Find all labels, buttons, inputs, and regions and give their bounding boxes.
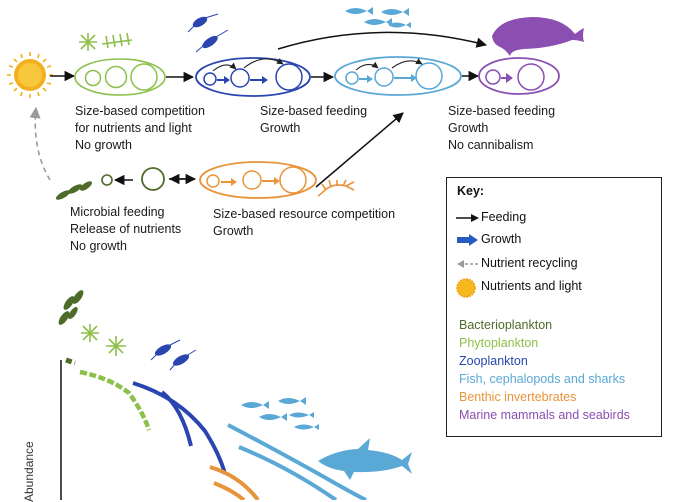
- zooplankton-icon: [150, 339, 197, 371]
- benthic-group-label: Size-based resource competition Growth: [213, 206, 395, 240]
- label-line: Growth: [260, 121, 301, 135]
- label-line: Size-based feeding: [260, 104, 368, 118]
- dashed-grey-arrow-icon: [457, 260, 479, 268]
- zooplankton-group-label: Size-based feeding Growth: [260, 103, 367, 137]
- bacterioplankton-icon: [58, 290, 84, 325]
- bacterioplankton-cell: [101, 174, 113, 186]
- y-axis-label: Abundance: [22, 441, 36, 502]
- phytoplankton-icon: [79, 32, 133, 51]
- nutrient-recycling-arrow: [29, 106, 51, 181]
- phytoplankton-spectrum-line: [79, 369, 152, 431]
- fish-group: [334, 56, 462, 96]
- zooplankton-spectrum-line: [132, 381, 227, 475]
- benthic-spectrum-line: [209, 465, 260, 500]
- feeding-arrow: [277, 31, 488, 50]
- phytoplankton-group-label: Size-based competition for nutrients and…: [75, 103, 205, 154]
- zooplankton-group: [195, 57, 311, 97]
- label-line: No growth: [70, 239, 127, 253]
- key-title: Key:: [457, 184, 485, 198]
- bacterioplankton-icon: [55, 181, 92, 200]
- key-fish: Fish, cephalopods and sharks: [459, 372, 626, 386]
- bacterioplankton-spectrum-line: [65, 357, 76, 366]
- phytoplankton-icon: [81, 324, 126, 356]
- blue-block-arrow-icon: [457, 234, 478, 246]
- sun-icon: [7, 52, 53, 98]
- key-benthic: Benthic invertebrates: [459, 390, 577, 404]
- fish-spectrum-line: [227, 423, 367, 500]
- label-line: Size-based competition: [75, 104, 205, 118]
- whale-icon: [492, 17, 584, 56]
- label-line: Growth: [448, 121, 489, 135]
- key-zooplankton: Zooplankton: [459, 354, 528, 368]
- phytoplankton-group: [74, 58, 166, 96]
- label-line: Size-based resource competition: [213, 207, 396, 221]
- label-line: for nutrients and light: [75, 121, 192, 135]
- label-line: Size-based feeding: [448, 104, 556, 118]
- shrimp-icon: [317, 179, 355, 197]
- key-growth-label: Growth: [481, 232, 522, 246]
- feeding-arrow: [315, 112, 404, 188]
- label-line: No growth: [75, 138, 132, 152]
- key-nutrients-light-label: Nutrients and light: [481, 279, 582, 293]
- key-legend: Key: Feeding Growth Nutrient recycling N…: [446, 177, 662, 437]
- bacterioplankton-cell: [141, 167, 165, 191]
- marine-mammal-group-label: Size-based feeding Growth No cannibalism: [448, 103, 555, 154]
- black-arrow-icon: [456, 214, 479, 222]
- label-line: Microbial feeding: [70, 205, 165, 219]
- zooplankton-icon: [187, 13, 229, 53]
- sun-icon: [456, 278, 476, 298]
- fish-icon: [241, 397, 319, 430]
- key-marine-mammals: Marine mammals and seabirds: [459, 408, 630, 422]
- key-feeding-label: Feeding: [481, 210, 527, 224]
- fish-icon: [345, 7, 411, 28]
- microbial-group-label: Microbial feeding Release of nutrients N…: [70, 204, 181, 255]
- key-phytoplankton: Phytoplankton: [459, 336, 539, 350]
- key-bacterioplankton: Bacterioplankton: [459, 318, 553, 332]
- label-line: Release of nutrients: [70, 222, 182, 236]
- label-line: No cannibalism: [448, 138, 534, 152]
- marine-mammal-group: [478, 57, 560, 95]
- shark-icon: [318, 438, 412, 480]
- key-nutrient-recycling-label: Nutrient recycling: [481, 256, 578, 270]
- label-line: Growth: [213, 224, 254, 238]
- benthic-group: [199, 161, 317, 199]
